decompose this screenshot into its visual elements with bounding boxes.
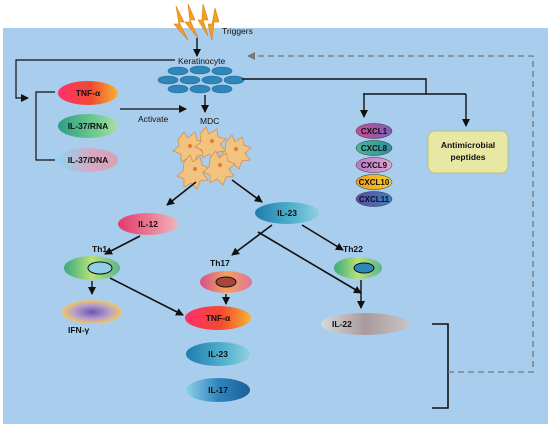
ifn-label: IFN-γ: [68, 325, 90, 335]
il12-label: IL-12: [138, 219, 158, 229]
keratinocyte-cells: [157, 65, 245, 94]
lightning-icon: [173, 3, 220, 41]
il23-node: IL-23: [255, 202, 319, 224]
chemokine-cxcl1-label: CXCL1: [361, 127, 388, 136]
right-output-bracket: [432, 323, 449, 409]
il12-node: IL-12: [118, 213, 178, 235]
chemokine-cxcl8-label: CXCL8: [361, 144, 388, 153]
chemokine-cxcl8: CXCL8: [355, 140, 393, 156]
left-factor-il37-dna-label: IL-37/DNA: [68, 155, 109, 165]
th17-output-il23: IL-23: [186, 342, 250, 366]
th22-cell: [334, 257, 382, 279]
il23-label: IL-23: [277, 208, 297, 218]
keratinocyte-right-line: [242, 78, 427, 94]
il23-to-il22-arrow: [257, 231, 362, 294]
left-factor-il37-dna: IL-37/DNA: [58, 148, 118, 172]
chemokine-cxcl1: CXCL1: [355, 123, 393, 139]
left-factor-il37-rna: IL-37/RNA: [58, 114, 118, 138]
mdc-label: MDC: [200, 116, 219, 126]
th1-label: Th1: [92, 244, 107, 254]
il23-to-th22-arrow: [301, 224, 344, 251]
chemokine-cxcl11-label: CXCL11: [359, 195, 390, 204]
il22-label: IL-22: [332, 319, 352, 329]
th17-output-il17-label: IL-17: [208, 385, 228, 395]
th1-to-tnf-arrow: [109, 277, 184, 316]
il22-node: IL-22: [321, 313, 409, 335]
mdc-to-il12-arrow: [166, 181, 197, 206]
triggers-label: Triggers: [222, 26, 253, 36]
th17-label: Th17: [210, 258, 230, 268]
mdc-cells: [172, 126, 252, 190]
il12-to-th1-arrow: [104, 235, 141, 255]
il23-to-th17-arrow: [231, 224, 273, 256]
chemokine-cxcl9: CXCL9: [355, 157, 393, 173]
th17-cell: [200, 271, 252, 293]
th22-label: Th22: [343, 244, 363, 254]
ifn-node: [62, 300, 122, 324]
antimicrobial-label-line2: peptides: [451, 152, 486, 162]
chemokine-cxcl11: CXCL11: [355, 191, 393, 207]
th17-output-tnf: TNF-α: [185, 306, 251, 330]
activate-label: Activate: [138, 114, 169, 124]
th17-output-tnf-label: TNF-α: [206, 313, 231, 323]
keratinocyte-label: Keratinocyte: [178, 56, 226, 66]
left-factor-bracket: [35, 91, 55, 161]
left-factor-tnf: TNF-α: [58, 81, 118, 105]
th17-output-il17: IL-17: [186, 378, 250, 402]
mdc-to-il23-arrow: [231, 179, 263, 203]
chemokine-cxcl10-label: CXCL10: [359, 178, 390, 187]
chemokine-cxcl10: CXCL10: [355, 174, 393, 190]
chemokine-cxcl9-label: CXCL9: [361, 161, 388, 170]
left-factor-il37-rna-label: IL-37/RNA: [68, 121, 109, 131]
mdc-nuclei: [188, 139, 238, 171]
left-factor-tnf-label: TNF-α: [76, 88, 101, 98]
th1-cell: [64, 256, 120, 280]
antimicrobial-box: [427, 130, 509, 174]
antimicrobial-label-line1: Antimicrobial: [441, 140, 495, 150]
feedback-dashed-arrow: [247, 52, 534, 373]
th17-output-il23-label: IL-23: [208, 349, 228, 359]
keratinocyte-feedback-line: [15, 59, 175, 102]
